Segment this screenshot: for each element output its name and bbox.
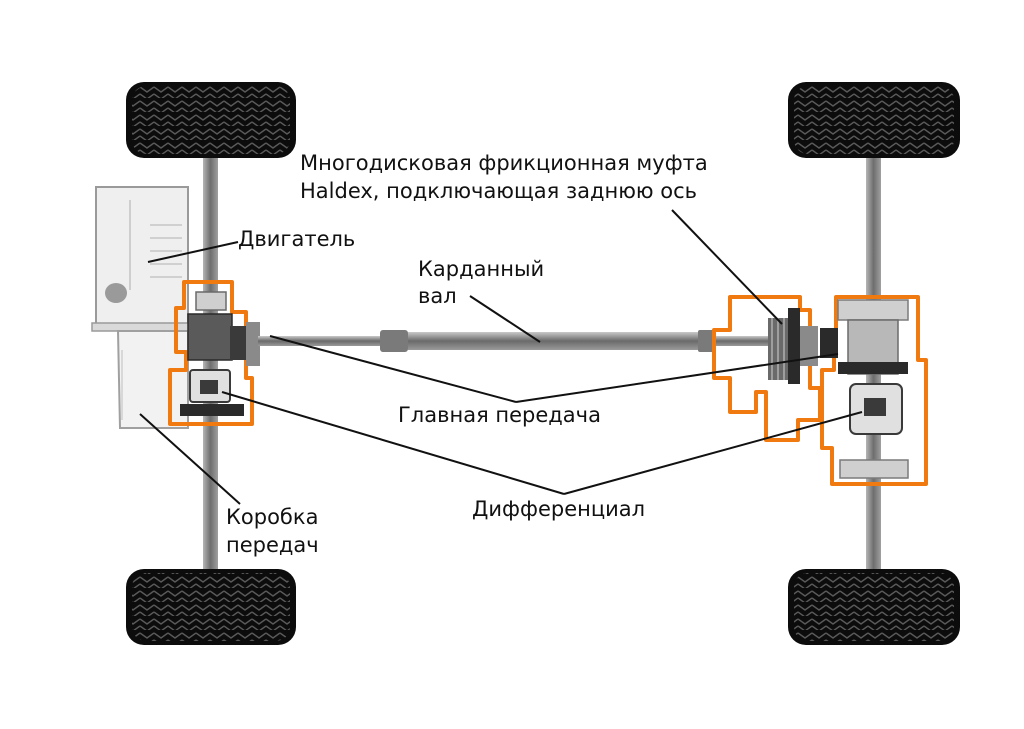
leader-engine — [147, 241, 239, 263]
front-final-drive — [180, 291, 260, 416]
leader-driveshaft — [469, 295, 541, 343]
label-haldex-2: Haldex, подключающая заднюю ось — [300, 179, 698, 203]
leader-haldex — [671, 209, 783, 325]
label-driveshaft-2: вал — [418, 284, 457, 308]
label-gearbox-1: Коробка — [226, 505, 319, 529]
rear-differential — [820, 299, 909, 479]
label-final-drive: Главная передача — [398, 403, 601, 427]
wheel-rear-right — [788, 569, 960, 645]
leader-diff-rear — [563, 411, 863, 495]
front-final-drive-outline — [168, 280, 260, 426]
label-engine: Двигатель — [238, 227, 356, 251]
label-driveshaft-1: Карданный — [418, 257, 545, 281]
leader-diff-front — [221, 391, 565, 495]
wheel-front-left — [126, 82, 296, 158]
haldex-outline — [712, 295, 822, 442]
driveshaft — [258, 330, 774, 352]
leader-lines — [139, 209, 863, 505]
wheel-front-right — [126, 569, 296, 645]
leader-final-drive-rear — [515, 353, 839, 403]
leader-final-drive-front — [269, 335, 517, 403]
label-haldex-1: Многодисковая фрикционная муфта — [300, 151, 708, 175]
label-differential: Дифференциал — [472, 497, 646, 521]
wheel-rear-left — [788, 82, 960, 158]
leader-gearbox — [139, 413, 241, 505]
label-gearbox-2: передач — [226, 533, 319, 557]
